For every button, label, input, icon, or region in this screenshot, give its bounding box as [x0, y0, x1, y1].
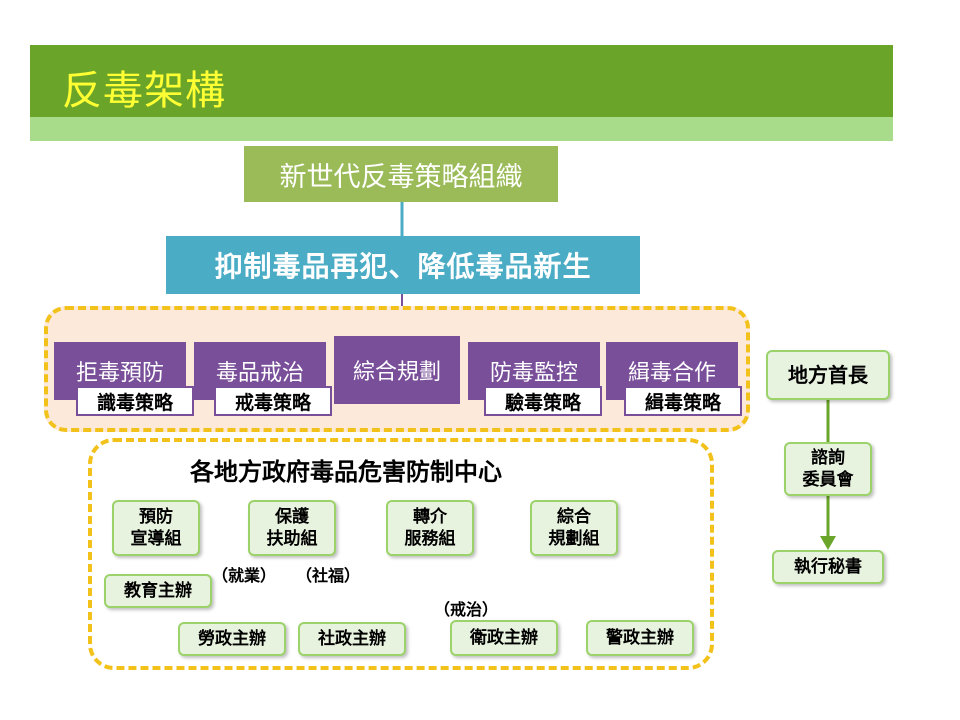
page-title: 反毒架構	[62, 68, 226, 114]
group-protection: 保護 扶助組	[248, 500, 336, 556]
division-box-planning: 綜合規劃	[334, 336, 460, 404]
strategy-tag-testing: 驗毒策略	[484, 386, 602, 416]
lead-labor: 勞政主辦	[178, 622, 286, 656]
note-welfare: （社福）	[296, 566, 361, 585]
title-bar	[30, 45, 893, 117]
lead-health: 衛政主辦	[450, 620, 558, 656]
advisory-committee: 諮詢 委員會	[784, 442, 872, 496]
lead-social: 社政主辦	[298, 622, 406, 656]
group-referral: 轉介 服務組	[386, 500, 474, 556]
group-planning: 綜合 規劃組	[530, 500, 618, 556]
note-rehab: （戒治）	[434, 600, 499, 619]
goal-box: 抑制毒品再犯、降低毒品新生	[166, 236, 640, 294]
strategy-tag-enforcement: 緝毒策略	[624, 386, 742, 416]
organization-box: 新世代反毒策略組織	[244, 146, 558, 202]
local-center-title: 各地方政府毒品危害防制中心	[190, 458, 502, 486]
lead-education: 教育主辦	[104, 574, 212, 608]
group-prevention: 預防 宣導組	[112, 500, 200, 556]
executive-secretary: 執行秘書	[772, 550, 884, 584]
strategy-tag-awareness: 識毒策略	[76, 386, 194, 416]
lead-police: 警政主辦	[586, 620, 694, 656]
local-head: 地方首長	[766, 350, 890, 400]
note-employment: （就業）	[212, 566, 277, 585]
strategy-tag-rehab: 戒毒策略	[214, 386, 332, 416]
title-strip	[30, 117, 893, 141]
